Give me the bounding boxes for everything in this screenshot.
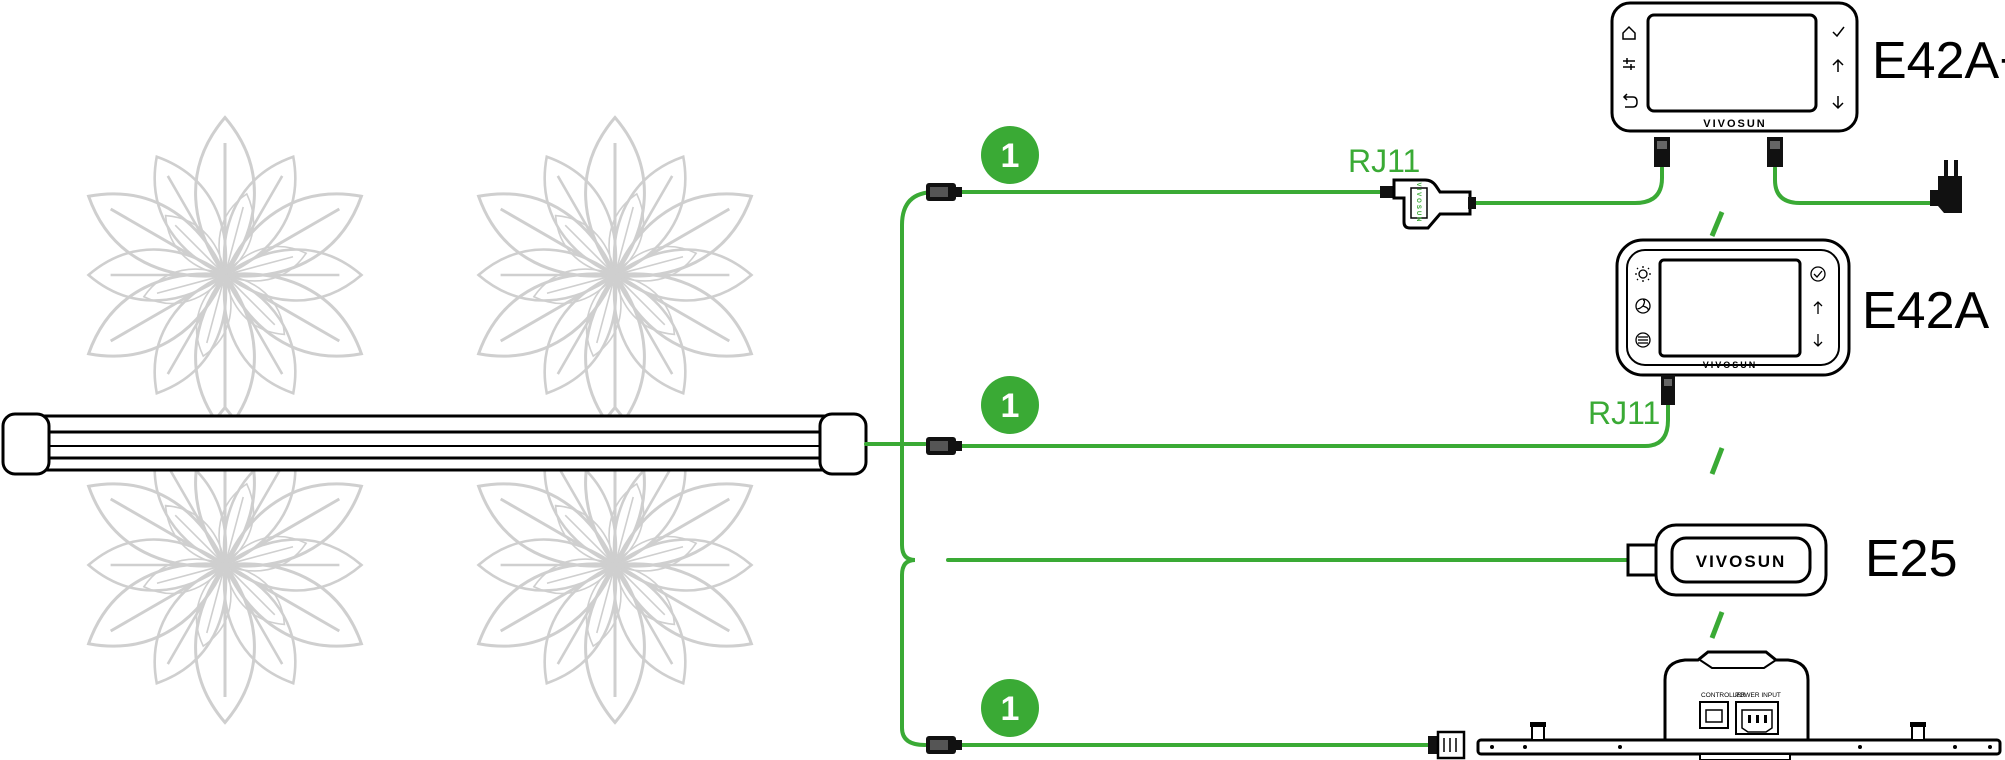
step-badge-3: 1 (981, 679, 1039, 737)
plant-2 (464, 118, 766, 433)
back-icon (1622, 93, 1638, 108)
rj11-label-2: RJ11 (1588, 395, 1660, 431)
driver-box: CONTROLLER POWER INPUT (1476, 650, 2002, 760)
light-plate (1476, 738, 2002, 756)
step-badge-1: 1 (981, 126, 1039, 184)
sun-icon (1635, 266, 1651, 282)
arrow-down-icon (1813, 334, 1823, 347)
sliders-icon (1623, 58, 1635, 70)
e42a-controller: VIVOSUN (1615, 238, 1851, 405)
arrow-up-icon (1832, 58, 1844, 72)
separator-2 (1709, 447, 1725, 475)
separator-1 (1709, 211, 1725, 237)
separator-3 (1709, 611, 1725, 639)
svg-text:VIVOSUN: VIVOSUN (1703, 360, 1758, 370)
power-adapter (1930, 160, 1962, 213)
menu-icon (1635, 332, 1651, 348)
e25-controller: VIVOSUN (1626, 523, 1828, 597)
cable-e42a-plus-input (1468, 166, 1664, 205)
bar-end-cap-left (1, 412, 51, 476)
svg-text:1: 1 (1001, 137, 1020, 175)
svg-text:1: 1 (1001, 690, 1020, 728)
bar-end-cap-right (818, 412, 868, 476)
plug-1 (926, 183, 962, 201)
branch-main (900, 190, 937, 747)
svg-text:VIVOSUN: VIVOSUN (1415, 182, 1421, 223)
check-circle-icon (1810, 266, 1826, 282)
cable-2 (958, 403, 1670, 448)
plug-2 (926, 437, 962, 455)
rj11-splitter-adapter: VIVOSUN (1380, 178, 1476, 230)
plug-3 (926, 736, 962, 754)
grow-light-bar (1, 412, 868, 476)
model-label-e25: E25 (1865, 530, 1958, 588)
step-badge-2: 1 (981, 376, 1039, 434)
svg-text:VIVOSUN: VIVOSUN (1696, 552, 1787, 571)
rj11-label-1: RJ11 (1348, 143, 1420, 179)
mount-left (1531, 725, 1545, 741)
rj-plug-adapter (1428, 730, 1466, 760)
controller-port-label: CONTROLLER (1701, 692, 1746, 699)
mount-right (1911, 725, 1925, 741)
home-icon (1622, 25, 1636, 40)
arrow-down-icon (1832, 96, 1844, 110)
arrow-up-icon (1813, 301, 1823, 314)
model-label-e42a: E42A (1862, 282, 1990, 340)
svg-text:VIVOSUN: VIVOSUN (1703, 118, 1767, 130)
cable-power-adapter (1773, 166, 1932, 205)
check-icon (1832, 26, 1845, 38)
svg-text:1: 1 (1001, 387, 1020, 425)
plant-1 (74, 118, 376, 433)
cables (864, 166, 1932, 747)
model-label-e42a-plus: E42A+ (1872, 32, 2005, 90)
power-input-label: POWER INPUT (1735, 692, 1781, 699)
fan-icon (1635, 298, 1651, 314)
e42a-plus-controller: VIVOSUN (1610, 1, 1859, 167)
